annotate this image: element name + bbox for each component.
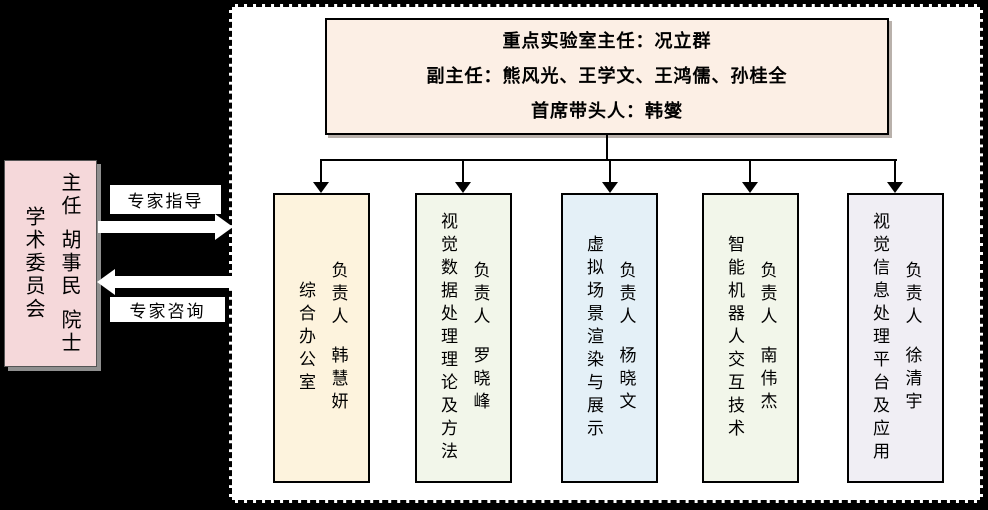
committee-chair-role: 主任 <box>58 172 80 218</box>
dept-name: 综合办公室 <box>296 280 315 396</box>
dept-leader-role: 负责人 <box>470 261 490 330</box>
dept-leader-role: 负责人 <box>902 261 922 330</box>
guidance-label: 专家指导 <box>109 184 222 215</box>
dept-leader-name: 杨晓文 <box>616 346 636 415</box>
down-arrow-icon <box>313 182 329 193</box>
chief-scientist-line: 首席带头人：韩燮 <box>531 101 683 121</box>
dept-name: 智能机器人交互技术 <box>725 234 744 442</box>
guidance-label-text: 专家指导 <box>127 192 204 211</box>
connector-stub <box>606 135 608 161</box>
dept-name: 视觉数据处理理论及方法 <box>438 211 457 465</box>
left-arrow-icon <box>115 276 233 288</box>
dept-box-virtual-scene: 虚拟场景渲染与展示 负责人杨晓文 <box>561 193 658 483</box>
consult-label-text: 专家咨询 <box>129 302 206 321</box>
dept-box-visual-platform: 视觉信息处理平台及应用 负责人徐清宇 <box>847 193 944 483</box>
right-arrow-icon <box>215 214 233 240</box>
dept-leader-role: 负责人 <box>328 261 348 330</box>
connector-branch-1 <box>320 159 322 183</box>
dept-box-visual-data: 视觉数据处理理论及方法 负责人罗晓峰 <box>415 193 512 483</box>
dept-leader-name: 南伟杰 <box>757 346 777 415</box>
deputy-directors-line: 副主任：熊风光、王学文、王鸿儒、孙桂全 <box>426 66 788 86</box>
dept-leader-col: 负责人罗晓峰 <box>470 261 490 415</box>
dept-leader-col: 负责人韩慧妍 <box>328 261 348 415</box>
connector-branch-5 <box>894 159 896 183</box>
dept-leader-role: 负责人 <box>616 261 636 330</box>
connector-horizontal <box>320 159 897 161</box>
committee-chair-col: 主任胡事民院士 <box>57 172 80 355</box>
left-arrow-icon <box>97 269 115 295</box>
dept-box-general-office: 综合办公室 负责人韩慧妍 <box>273 193 370 483</box>
connector-branch-2 <box>462 159 464 183</box>
director-line: 重点实验室主任：况立群 <box>502 31 712 51</box>
dept-leader-col: 负责人南伟杰 <box>757 261 777 415</box>
dept-name: 视觉信息处理平台及应用 <box>870 211 889 465</box>
down-arrow-icon <box>742 182 758 193</box>
dept-box-robot-interaction: 智能机器人交互技术 负责人南伟杰 <box>702 193 799 483</box>
connector-branch-4 <box>749 159 751 183</box>
dept-leader-col: 负责人徐清宇 <box>902 261 922 415</box>
down-arrow-icon <box>602 182 618 193</box>
dept-leader-name: 韩慧妍 <box>328 346 348 415</box>
academic-committee-box: 学术委员会 主任胡事民院士 <box>4 160 97 367</box>
consult-label: 专家咨询 <box>109 296 226 323</box>
down-arrow-icon <box>455 182 471 193</box>
dept-leader-role: 负责人 <box>757 261 777 330</box>
dept-leader-name: 罗晓峰 <box>470 346 490 415</box>
dept-leader-col: 负责人杨晓文 <box>616 261 636 415</box>
leadership-box: 重点实验室主任：况立群 副主任：熊风光、王学文、王鸿儒、孙桂全 首席带头人：韩燮 <box>325 18 889 135</box>
right-arrow-icon <box>98 221 215 233</box>
dept-leader-name: 徐清宇 <box>902 346 922 415</box>
committee-chair-name: 胡事民 <box>58 229 80 298</box>
connector-branch-3 <box>609 159 611 183</box>
committee-name: 学术委员会 <box>22 206 44 321</box>
dept-name: 虚拟场景渲染与展示 <box>584 234 603 442</box>
down-arrow-icon <box>887 182 903 193</box>
committee-chair-title: 院士 <box>58 309 80 355</box>
